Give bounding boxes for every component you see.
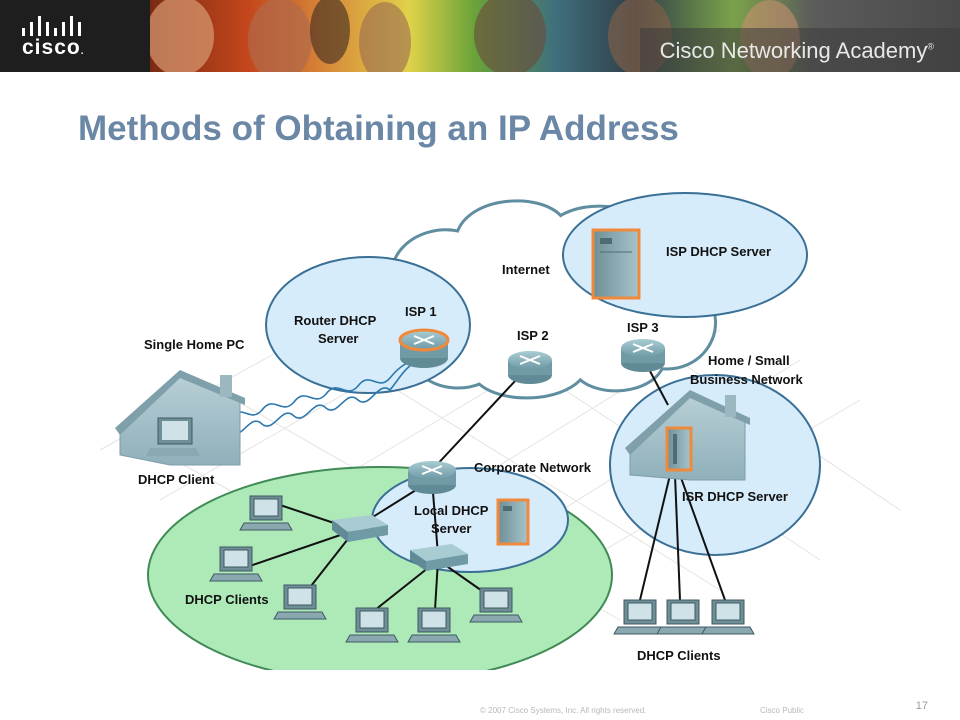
classification-text: Cisco Public <box>760 706 805 715</box>
corporate-switch-icon-1 <box>332 515 388 542</box>
network-diagram: Internet ISP DHCP Server Router DHCP Ser… <box>99 192 901 670</box>
copyright-text: © 2007 Cisco Systems, Inc. All rights re… <box>480 706 647 715</box>
home-small-business-label-line1: Home / Small <box>708 353 790 368</box>
isp2-router-icon <box>508 351 552 384</box>
corporate-dhcp-clients-label: DHCP Clients <box>185 592 269 607</box>
banner-photo-strip <box>150 0 960 72</box>
home-small-business-label-line2: Business Network <box>690 372 803 387</box>
small-business-house <box>625 390 750 481</box>
page-number: 17 <box>915 700 928 712</box>
dhcp-client-label: DHCP Client <box>138 472 215 487</box>
isr-pc-icon <box>613 599 755 635</box>
isp1-router-icon <box>398 328 450 368</box>
local-dhcp-zone <box>371 467 569 573</box>
slide-title: Methods of Obtaining an IP Address <box>78 109 679 148</box>
isp2-label: ISP 2 <box>517 328 549 343</box>
cisco-logo-text: cisco. <box>22 36 85 59</box>
isr-dhcp-clients-label: DHCP Clients <box>637 648 721 663</box>
isr-dhcp-server-label: ISR DHCP Server <box>682 489 788 504</box>
isp-dhcp-server-label: ISP DHCP Server <box>666 244 771 259</box>
cisco-bars-icon <box>22 16 81 36</box>
cisco-logo-area: cisco. <box>0 0 150 72</box>
header-banner: cisco. Cisco Networking Academ <box>0 0 960 72</box>
local-dhcp-server-label-line2: Server <box>431 521 471 536</box>
corporate-pc-icon <box>209 495 523 643</box>
router-dhcp-server-label-line1: Router DHCP <box>294 313 377 328</box>
corporate-router-icon <box>408 461 456 494</box>
single-home-house <box>115 370 245 466</box>
local-dhcp-server-label-line1: Local DHCP <box>414 503 489 518</box>
isp3-router-icon <box>621 339 665 372</box>
single-home-pc-label: Single Home PC <box>144 337 245 352</box>
isp-dhcp-server-icon <box>591 228 641 300</box>
local-dhcp-server-icon <box>496 498 530 546</box>
router-dhcp-server-label-line2: Server <box>318 331 358 346</box>
networking-academy-title: Cisco Networking Academy® <box>659 38 934 63</box>
isp3-label: ISP 3 <box>627 320 659 335</box>
corporate-network-label: Corporate Network <box>474 460 592 475</box>
internet-label: Internet <box>502 262 550 277</box>
corporate-switch-icon-2 <box>410 544 468 571</box>
home-pc-icon <box>146 417 200 456</box>
isr-router-icon <box>665 426 693 472</box>
isp1-label: ISP 1 <box>405 304 437 319</box>
